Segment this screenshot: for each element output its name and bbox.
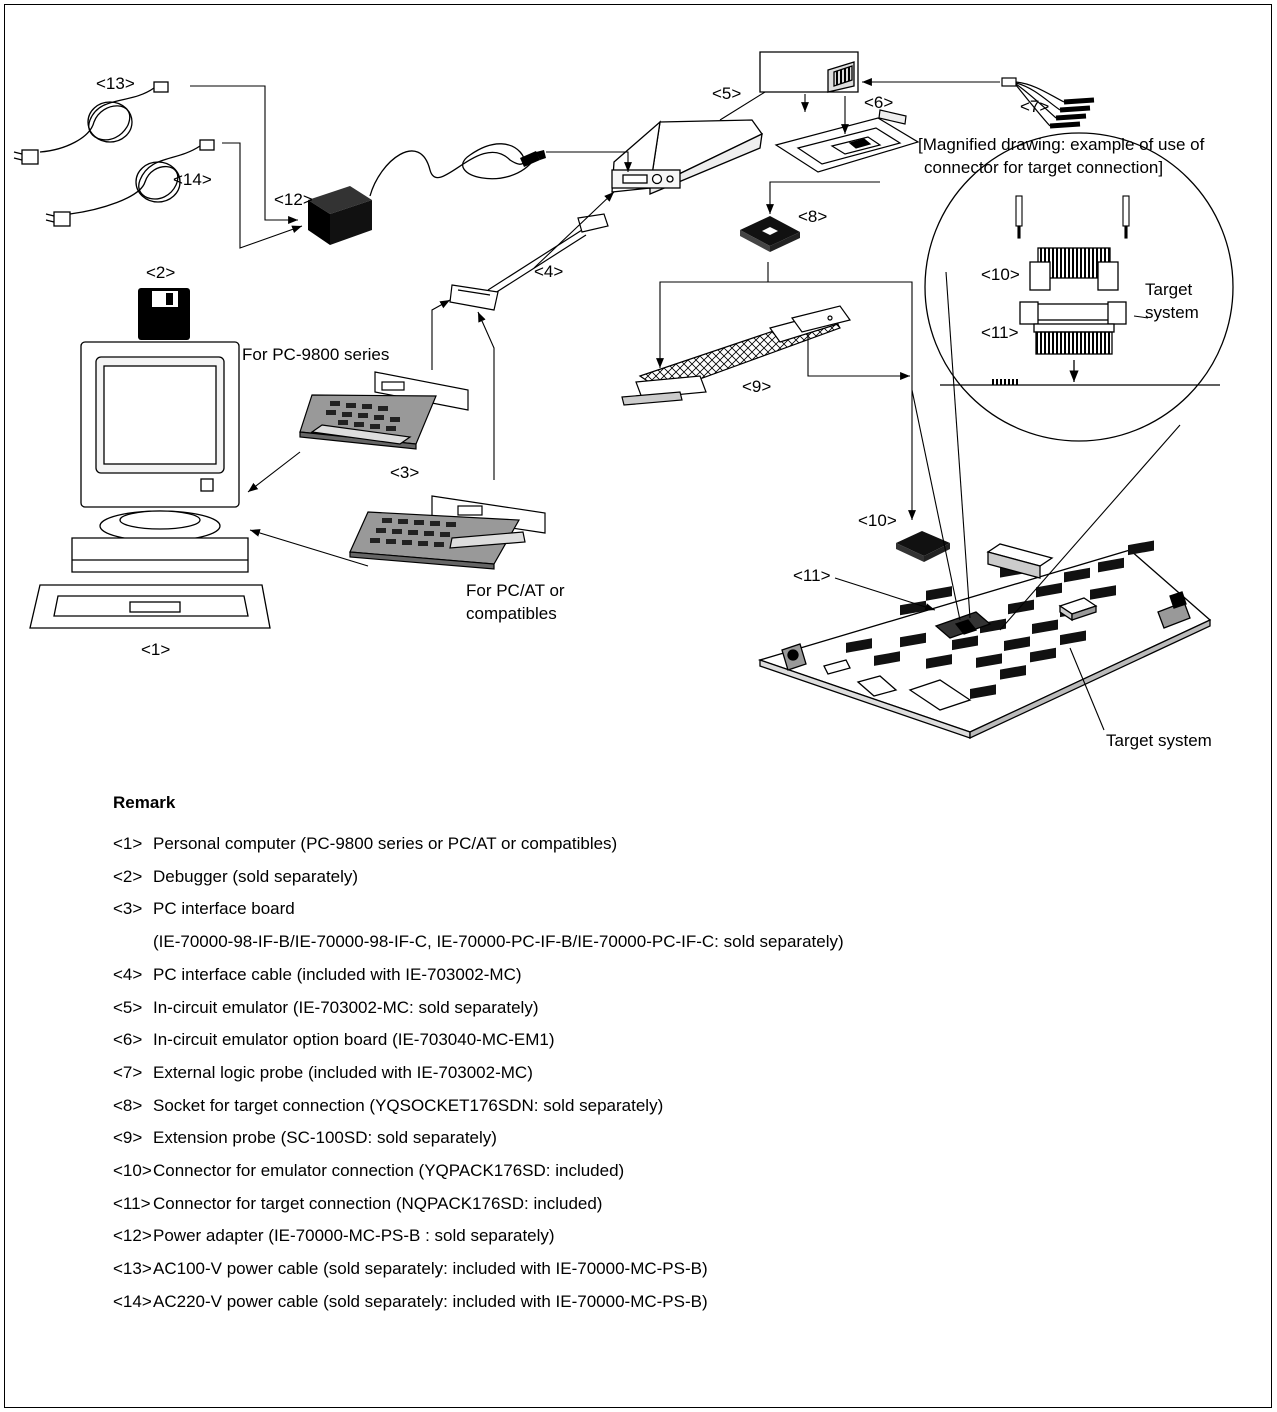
label-inset-target-line1: Target — [1145, 280, 1193, 299]
remark-item: <7> External logic probe (included with I… — [113, 1057, 844, 1090]
label-inset-target-line2: system — [1145, 303, 1199, 322]
remark-item-number: <2> — [113, 866, 143, 886]
remark-item: <13>AC100-V power cable (sold separately… — [113, 1253, 844, 1286]
inset-target-connector — [1019, 301, 1127, 355]
label-n7: <7> — [1020, 97, 1050, 116]
remark-item-number: <13> — [113, 1259, 152, 1279]
remark-item-number: <1> — [113, 834, 143, 853]
inset-emulator-connector — [1029, 247, 1119, 291]
remark-item-number: <10> — [113, 1161, 152, 1181]
extension-probe — [621, 305, 852, 406]
remark-item: (IE-70000-98-IF-B/IE-70000-98-IF-C, IE-7… — [113, 926, 844, 959]
remark-item-text: Connector for target connection (NQPACK1… — [153, 1193, 603, 1213]
remark-item-text: (IE-70000-98-IF-B/IE-70000-98-IF-C, IE-7… — [153, 932, 844, 952]
remark-item-text: AC220-V power cable (sold separately: in… — [153, 1291, 708, 1311]
remark-list: <1> Personal computer (PC-9800 series or … — [113, 828, 844, 1319]
remark-item-text: Connector for emulator connection (YQPAC… — [153, 1161, 625, 1181]
label-n1: <1> — [141, 640, 171, 659]
label-n3: <3> — [390, 463, 420, 482]
label-n5: <5> — [712, 84, 742, 103]
label-n11-inset: <11> — [981, 323, 1019, 342]
remark-item-text: In-circuit emulator (IE-703002-MC: sold … — [153, 997, 539, 1017]
pc-interface-board-pcat — [349, 495, 546, 570]
label-n2: <2> — [146, 263, 176, 282]
emulator-option-board — [774, 109, 920, 173]
remark-item: <14>AC220-V power cable (sold separately… — [113, 1286, 844, 1319]
remark-item-number: <5> — [113, 997, 143, 1017]
remark-item: <11>Connector for target connection (NQP… — [113, 1188, 844, 1221]
remark-item-number: <6> — [113, 1030, 143, 1050]
remark-item-number: <8> — [113, 1095, 143, 1115]
remark-item-text: Extension probe (SC-100SD: sold separate… — [153, 1128, 497, 1148]
remark-item-text: Personal computer (PC-9800 series or PC/… — [153, 834, 618, 853]
figure-frame — [4, 4, 1272, 1408]
remark-item: <3> PC interface board — [113, 893, 844, 926]
in-circuit-emulator — [611, 51, 859, 195]
label-n8: <8> — [798, 207, 828, 226]
remark-item: <5> In-circuit emulator (IE-703002-MC: so… — [113, 992, 844, 1025]
external-logic-probe — [1001, 77, 1095, 129]
remark-item-number: <12> — [113, 1226, 152, 1246]
remark-item-number: <11> — [113, 1193, 151, 1213]
ac100v-power-cable — [13, 81, 169, 165]
adapter-output-cable — [369, 143, 536, 197]
label-n14: <14> — [173, 170, 212, 189]
label-n11-board: <11> — [793, 566, 831, 585]
label-n9: <9> — [742, 377, 772, 396]
remark-item-number: <3> — [113, 899, 143, 919]
remark-item: <9> Extension probe (SC-100SD: sold separ… — [113, 1122, 844, 1155]
magnified-inset — [924, 132, 1234, 442]
label-n10-inset: <10> — [981, 265, 1020, 284]
label-n13: <13> — [96, 74, 135, 93]
remark-item: <2> Debugger (sold separately) — [113, 861, 844, 894]
remark-item: <10>Connector for emulator connection (Y… — [113, 1155, 844, 1188]
remark-item-text: Socket for target connection (YQSOCKET17… — [153, 1095, 664, 1115]
remark-item-number: <9> — [113, 1128, 143, 1148]
remark-item-text: PC interface board — [153, 899, 295, 919]
label-n6: <6> — [864, 93, 894, 112]
label-pcat-line1: For PC/AT or — [466, 581, 565, 600]
remark-item-text: Power adapter (IE-70000-MC-PS-B : sold s… — [153, 1226, 555, 1246]
remark-item: <4> PC interface cable (included with IE-… — [113, 959, 844, 992]
ac220v-power-cable — [45, 139, 215, 227]
remark-item-text: PC interface cable (included with IE-703… — [153, 964, 522, 984]
remark-item-number: <14> — [113, 1291, 152, 1311]
remark-item-number: <4> — [113, 964, 143, 984]
emulator-connector-chip — [896, 531, 950, 562]
guide-pins — [1015, 195, 1130, 239]
remark-item-number: <7> — [113, 1062, 143, 1082]
system-configuration-diagram — [13, 51, 1234, 740]
remark-item: <1> Personal computer (PC-9800 series or … — [113, 828, 844, 861]
label-pc9800: For PC-9800 series — [242, 345, 390, 364]
label-target-system: Target system — [1106, 731, 1212, 750]
remark-item: <6> In-circuit emulator option board (IE-… — [113, 1024, 844, 1057]
remark-item: <12>Power adapter (IE-70000-MC-PS-B : so… — [113, 1220, 844, 1253]
label-n12: <12> — [274, 190, 313, 209]
remark-item-text: AC100-V power cable (sold separately: in… — [153, 1259, 708, 1279]
target-system-board — [757, 540, 1212, 740]
connection-lines — [190, 78, 1181, 731]
remark-item: <8> Socket for target connection (YQSOCKE… — [113, 1090, 844, 1123]
pc-interface-board-pc9800 — [299, 371, 469, 450]
remark-item-text: Debugger (sold separately) — [153, 866, 359, 886]
label-magnified-line1: [Magnified drawing: example of use of — [918, 135, 1205, 154]
remark-item-text: In-circuit emulator option board (IE-703… — [153, 1030, 555, 1050]
personal-computer — [29, 341, 271, 629]
adapter-plug — [520, 150, 546, 167]
pc-interface-cable — [449, 213, 609, 311]
power-adapter — [308, 186, 372, 245]
label-magnified-line2: connector for target connection] — [924, 158, 1164, 177]
remark-title: Remark — [113, 793, 176, 812]
remark-item-text: External logic probe (included with IE-7… — [153, 1062, 533, 1082]
floppy-disk-icon — [138, 288, 190, 340]
target-socket — [740, 216, 800, 252]
label-n10-board: <10> — [858, 511, 897, 530]
label-n4: <4> — [534, 262, 564, 281]
label-pcat-line2: compatibles — [466, 604, 557, 623]
